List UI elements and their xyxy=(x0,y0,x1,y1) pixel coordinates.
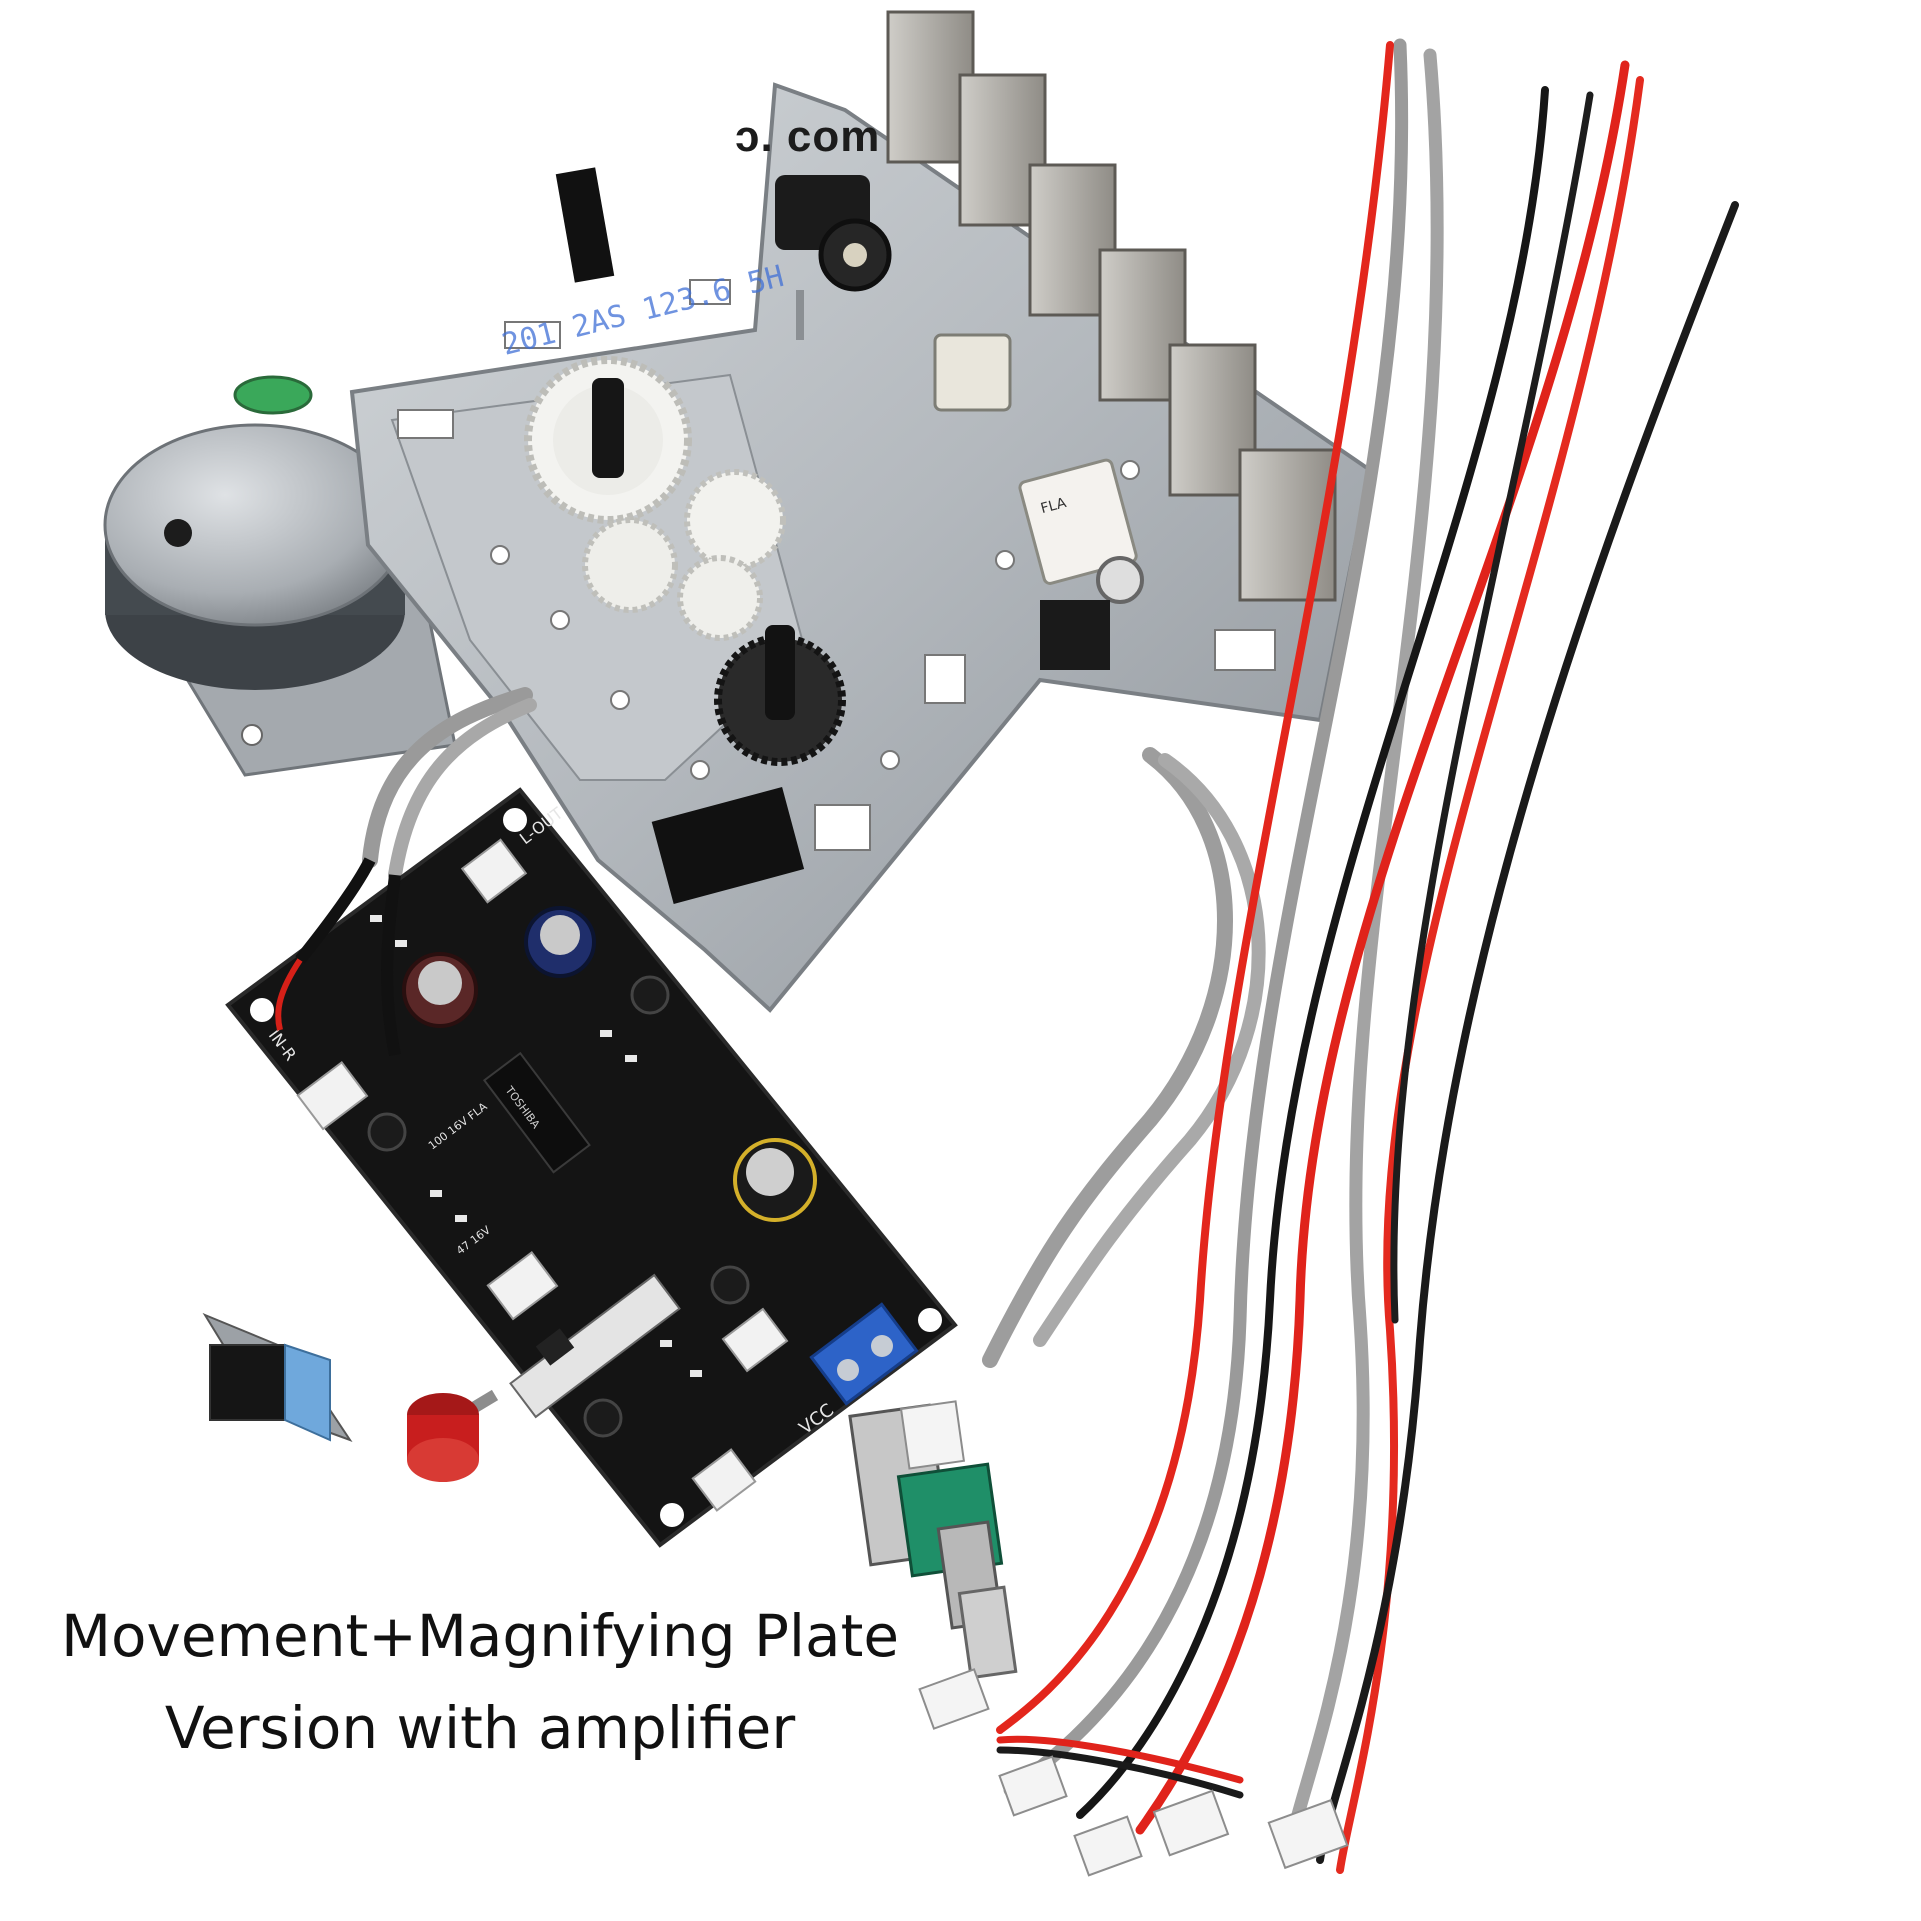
cassette-keys xyxy=(886,10,1337,602)
watermark: ɔ. com xyxy=(735,112,881,161)
replacement-head xyxy=(202,1312,353,1442)
cassette-mechanism: 201 2AS 123.6 5H FLA xyxy=(349,10,1373,1013)
gray-cables xyxy=(362,687,1266,1368)
caption-line-1: Movement+Magnifying Plate xyxy=(61,1602,899,1670)
caption-line-2: Version with amplifier xyxy=(164,1694,796,1762)
amplifier-board: L-OUT IN-R VCC 100 16V FLA 47 16V TOSHIB… xyxy=(225,787,958,1548)
motor xyxy=(103,375,457,777)
volume-potentiometer xyxy=(848,1400,1018,1680)
svg-text:FLA: FLA xyxy=(1039,495,1068,517)
wire-harness xyxy=(996,38,1739,1874)
wire-connectors xyxy=(918,1668,1349,1877)
